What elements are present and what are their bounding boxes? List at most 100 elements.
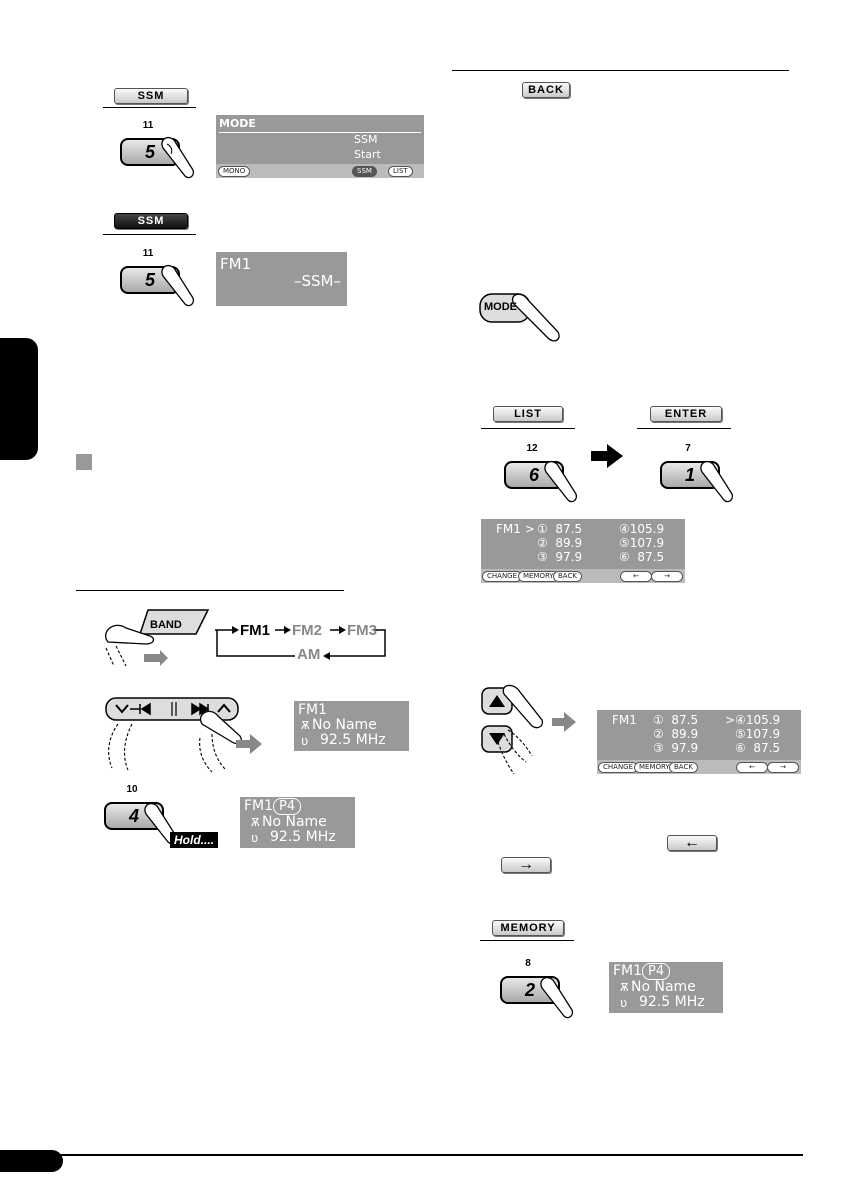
list-softkey-bar: CHANGE MEMORY BACK ← → [597,760,801,774]
list-softkey[interactable]: LIST [388,166,413,177]
up-down-buttons[interactable] [480,684,590,782]
preset-number: P4 [648,964,665,979]
band-fm1: FM1 [240,622,270,639]
preset-frequency: 92.5 MHz [270,829,336,845]
list-row2-a: ② 89.9 [537,536,583,550]
memory-band: FM1 [613,963,643,979]
band-cycle-arrows [215,626,386,660]
ssm-status: –SSM– [294,272,341,290]
list-row2-a: ② 89.9 [653,727,699,741]
preset-list-display: FM1 > ① 87.5 ④105.9 ② 89.9 ⑤107.9 ③ 97.9… [481,519,685,583]
tuning-frequency: 92.5 MHz [320,732,386,748]
memory-button[interactable]: MEMORY [492,920,564,936]
list-row3-b: ⑥ 87.5 [619,550,665,564]
antenna-icon: Ѫ [620,981,629,994]
key-number-label: 8 [525,958,531,969]
list-band: FM1 > [496,522,535,536]
list-button[interactable]: LIST [493,406,563,422]
list-row3-b: ⑥ 87.5 [735,741,781,755]
finger-icon [161,264,195,307]
list-softkey-bar: CHANGE MEMORY BACK ← → [481,569,685,583]
footer-rule [0,1154,803,1156]
next-step-arrow-icon [591,444,623,468]
mode-softkey-bar: MONO SSM LIST [216,164,424,178]
right-arrow-softkey[interactable]: → [767,762,799,773]
section-marker [76,454,92,470]
key-number-label: 7 [685,443,691,454]
band-fm2: FM2 [292,622,322,639]
key-number-label: 11 [142,248,154,259]
divider [103,107,196,108]
signal-icon: ʋ [301,734,309,748]
mode-button-graphic [479,293,560,342]
signal-icon: ʋ [251,831,259,845]
key-number-label: 12 [526,443,538,454]
ssm-button[interactable]: SSM [114,88,188,104]
preset-indicator: P4 [273,798,302,815]
key-number-label: 11 [142,120,154,131]
mode-line1: SSM [354,133,378,146]
list-row2-b: ⑤107.9 [735,727,781,741]
divider [481,428,575,429]
mode-header-rule [219,132,421,133]
tuning-name: No Name [312,717,377,733]
ssm-softkey[interactable]: SSM [352,166,377,177]
divider [452,70,789,71]
list-row1-b: >④105.9 [725,713,781,727]
divider [480,940,574,941]
left-arrow-softkey[interactable]: ← [620,571,652,582]
mode-header: MODE [219,117,256,130]
band-fm3: FM3 [347,622,377,639]
divider [103,234,196,235]
band-button-graphic [105,609,210,667]
section-tab [0,338,38,460]
mode-button[interactable]: MODE [484,301,517,313]
list-row3-a: ③ 97.9 [653,741,699,755]
preset-number: P4 [279,799,296,814]
back-button[interactable]: BACK [522,82,570,98]
divider [637,428,731,429]
list-row2-b: ⑤107.9 [619,536,665,550]
right-arrow-softkey[interactable]: → [651,571,683,582]
mode-display: MODE SSM Start MONO SSM LIST [216,115,424,178]
back-softkey[interactable]: BACK [553,571,582,582]
tuning-display: FM1 Ѫ No Name ʋ 92.5 MHz [294,701,409,751]
change-softkey[interactable]: CHANGE [482,571,523,582]
ssm-band: FM1 [220,255,252,273]
tuning-rocker[interactable] [100,694,270,774]
antenna-icon: Ѫ [301,719,310,732]
tuning-band: FM1 [298,702,328,718]
finger-icon [161,136,195,179]
divider [76,590,344,591]
finger-icon [544,460,578,503]
change-softkey[interactable]: CHANGE [598,762,639,773]
list-row1-b: ④105.9 [619,522,665,536]
left-arrow-button[interactable]: ← [667,834,717,851]
finger-icon [700,460,734,503]
memory-frequency: 92.5 MHz [639,994,705,1010]
enter-button[interactable]: ENTER [650,406,722,422]
band-am: AM [297,646,321,663]
band-button[interactable]: BAND [150,619,182,631]
finger-icon [540,976,574,1019]
right-arrow-button[interactable]: → [501,856,551,873]
list-row3-a: ③ 97.9 [537,550,583,564]
antenna-icon: Ѫ [251,816,260,829]
preset-list-display: FM1 ① 87.5 >④105.9 ② 89.9 ⑤107.9 ③ 97.9 … [597,710,801,774]
preset-name: No Name [262,814,327,830]
preset-band: FM1 [244,798,274,814]
mode-line2: Start [354,148,381,161]
ssm-display: FM1 –SSM– [216,252,347,306]
memory-display: FM1 P4 Ѫ No Name ʋ 92.5 MHz [609,962,723,1013]
signal-icon: ʋ [620,996,628,1010]
back-softkey[interactable]: BACK [669,762,698,773]
left-arrow-softkey[interactable]: ← [736,762,768,773]
hold-label: Hold.... [170,832,218,848]
list-row1-a: ① 87.5 [537,522,583,536]
ssm-active-button[interactable]: SSM [114,213,188,229]
preset-indicator: P4 [642,963,671,980]
preset-display: FM1 P4 Ѫ No Name ʋ 92.5 MHz [240,797,355,848]
mono-softkey[interactable]: MONO [218,166,251,177]
memory-name: No Name [631,979,696,995]
page-tab [0,1150,63,1172]
